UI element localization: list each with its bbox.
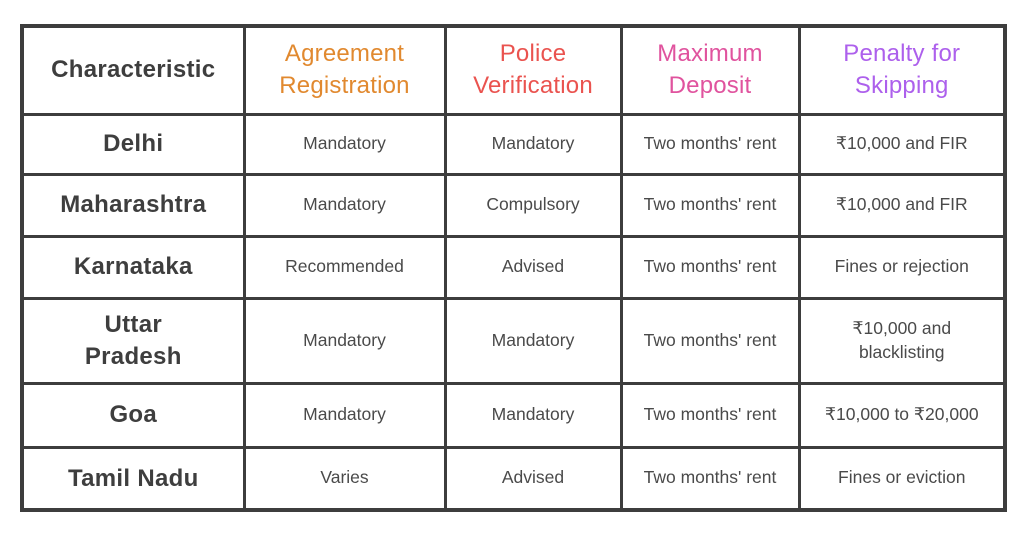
state-label: Karnataka bbox=[20, 234, 246, 300]
cell-agreement-registration: Mandatory bbox=[242, 296, 447, 385]
state-label: Tamil Nadu bbox=[20, 445, 246, 512]
cell-agreement-registration: Mandatory bbox=[242, 112, 447, 176]
cell-police-verification: Mandatory bbox=[443, 296, 623, 385]
cell-penalty: ₹10,000 and FIR bbox=[797, 172, 1007, 238]
header-row: Characteristic Agreement Registration Po… bbox=[20, 24, 1007, 116]
column-header-agreement-registration: Agreement Registration bbox=[242, 24, 447, 116]
column-header-penalty-for-skipping: Penalty for Skipping bbox=[797, 24, 1007, 116]
cell-agreement-registration: Recommended bbox=[242, 234, 447, 300]
cell-penalty: Fines or rejection bbox=[797, 234, 1007, 300]
table-row-delhi: Delhi Mandatory Mandatory Two months' re… bbox=[20, 112, 1007, 176]
table-row-uttar-pradesh: Uttar Pradesh Mandatory Mandatory Two mo… bbox=[20, 296, 1007, 385]
column-header-police-verification: Police Verification bbox=[443, 24, 623, 116]
cell-maximum-deposit: Two months' rent bbox=[619, 381, 801, 449]
table-row-karnataka: Karnataka Recommended Advised Two months… bbox=[20, 234, 1007, 300]
cell-police-verification: Advised bbox=[443, 234, 623, 300]
column-header-maximum-deposit: Maximum Deposit bbox=[619, 24, 801, 116]
cell-maximum-deposit: Two months' rent bbox=[619, 234, 801, 300]
cell-penalty: ₹10,000 to ₹20,000 bbox=[797, 381, 1007, 449]
state-label: Delhi bbox=[20, 112, 246, 176]
cell-maximum-deposit: Two months' rent bbox=[619, 172, 801, 238]
cell-agreement-registration: Mandatory bbox=[242, 381, 447, 449]
table-row-maharashtra: Maharashtra Mandatory Compulsory Two mon… bbox=[20, 172, 1007, 238]
table-row-tamil-nadu: Tamil Nadu Varies Advised Two months' re… bbox=[20, 445, 1007, 512]
cell-penalty: ₹10,000 and blacklisting bbox=[797, 296, 1007, 385]
cell-police-verification: Compulsory bbox=[443, 172, 623, 238]
table-row-goa: Goa Mandatory Mandatory Two months' rent… bbox=[20, 381, 1007, 449]
cell-agreement-registration: Mandatory bbox=[242, 172, 447, 238]
column-header-characteristic: Characteristic bbox=[20, 24, 246, 116]
state-label: Maharashtra bbox=[20, 172, 246, 238]
cell-penalty: Fines or eviction bbox=[797, 445, 1007, 512]
cell-maximum-deposit: Two months' rent bbox=[619, 296, 801, 385]
cell-agreement-registration: Varies bbox=[242, 445, 447, 512]
cell-penalty: ₹10,000 and FIR bbox=[797, 112, 1007, 176]
cell-police-verification: Mandatory bbox=[443, 112, 623, 176]
cell-police-verification: Mandatory bbox=[443, 381, 623, 449]
state-rent-rules-table: Characteristic Agreement Registration Po… bbox=[20, 24, 1007, 512]
cell-police-verification: Advised bbox=[443, 445, 623, 512]
state-label: Goa bbox=[20, 381, 246, 449]
state-rent-rules-table-wrapper: Characteristic Agreement Registration Po… bbox=[20, 24, 1007, 512]
cell-maximum-deposit: Two months' rent bbox=[619, 445, 801, 512]
state-label: Uttar Pradesh bbox=[20, 296, 246, 385]
cell-maximum-deposit: Two months' rent bbox=[619, 112, 801, 176]
